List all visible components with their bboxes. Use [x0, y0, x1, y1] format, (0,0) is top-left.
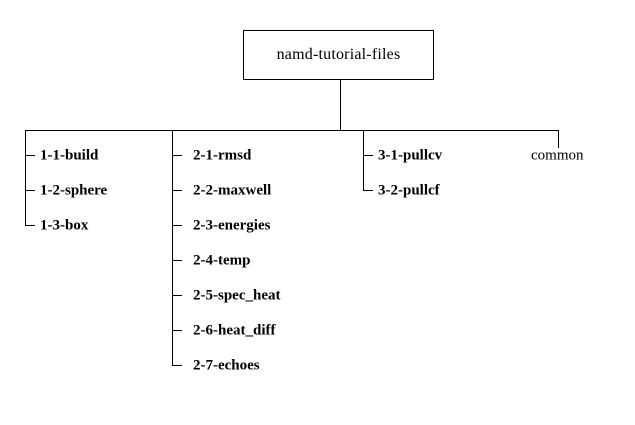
tree-item-2-4-temp[interactable]: 2-4-temp [193, 252, 251, 269]
branch-2-tick-7 [172, 365, 182, 366]
branch-2-tick-1 [172, 155, 182, 156]
branch-2-tick-6 [172, 330, 182, 331]
branch-1-tick-3 [25, 225, 35, 226]
tree-item-1-3-box[interactable]: 1-3-box [40, 217, 89, 234]
tree-item-2-5-spec-heat[interactable]: 2-5-spec_heat [193, 287, 281, 304]
branch-2-spine [172, 130, 173, 366]
branch-bus-line [25, 130, 559, 131]
tree-item-1-2-sphere[interactable]: 1-2-sphere [40, 182, 108, 199]
branch-3-tick-1 [363, 155, 373, 156]
tree-item-2-6-heat-diff[interactable]: 2-6-heat_diff [193, 322, 276, 339]
branch-2-tick-4 [172, 260, 182, 261]
branch-2-tick-3 [172, 225, 182, 226]
branch-2-tick-2 [172, 190, 182, 191]
tree-item-1-1-build[interactable]: 1-1-build [40, 147, 99, 164]
tree-item-common[interactable]: common [531, 147, 584, 164]
branch-3-spine [363, 130, 364, 191]
root-node-box: namd-tutorial-files [243, 30, 434, 80]
branch-2-tick-5 [172, 295, 182, 296]
tree-item-2-3-energies[interactable]: 2-3-energies [193, 217, 271, 234]
branch-3-tick-2 [363, 190, 373, 191]
tree-item-2-7-echoes[interactable]: 2-7-echoes [193, 357, 260, 374]
root-node-label: namd-tutorial-files [276, 46, 401, 63]
root-trunk-line [340, 80, 341, 131]
tree-item-3-1-pullcv[interactable]: 3-1-pullcv [378, 147, 443, 164]
tree-item-2-1-rmsd[interactable]: 2-1-rmsd [193, 147, 252, 164]
branch-4-spine [558, 130, 559, 148]
tree-item-3-2-pullcf[interactable]: 3-2-pullcf [378, 182, 440, 199]
branch-1-tick-1 [25, 155, 35, 156]
branch-1-tick-2 [25, 190, 35, 191]
branch-1-spine [25, 130, 26, 226]
tree-item-2-2-maxwell[interactable]: 2-2-maxwell [193, 182, 272, 199]
